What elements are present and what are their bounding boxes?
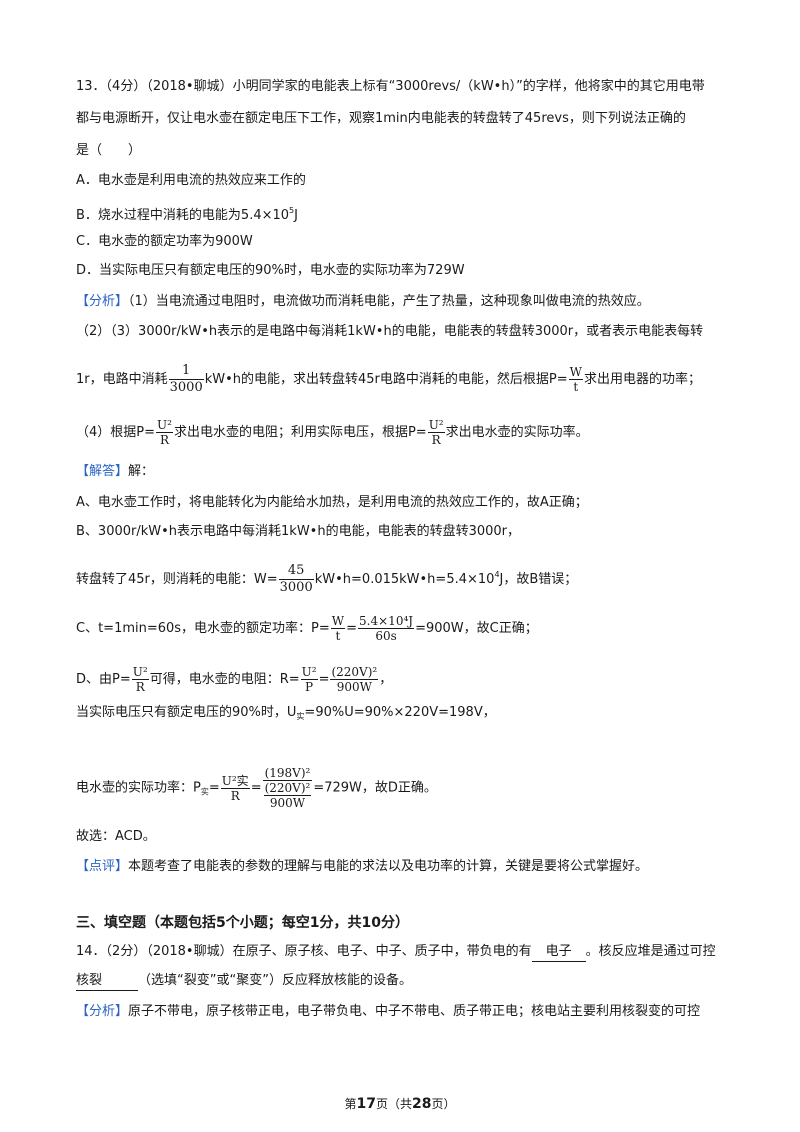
analysis-para-2: （2）（3）3000r/kW•h表示的是电路中每消耗1kW•h的电能，电能表的转… — [76, 324, 704, 339]
q14-analysis-tag: 【分析】 — [76, 1004, 129, 1019]
section-heading: 三、填空题（本题包括5个小题；每空1分，共10分） — [76, 915, 409, 931]
q13-line1: 13．（4分）（2018•聊城）小明同学家的电能表上标有“3000revs/（k… — [76, 79, 705, 94]
solution-heading: 【解答】解： — [76, 464, 155, 479]
q13-option-a: A．电水壶是利用电流的热效应来工作的 — [76, 173, 306, 188]
answer-blank-1: 电子 — [531, 943, 586, 962]
comment: 【点评】本题考查了电能表的参数的理解与电能的求法以及电功率的计算，关键是要将公式… — [76, 859, 649, 874]
analysis-para-1: 【分析】（1）当电流通过电阻时，电流做功而消耗电能，产生了热量，这种现象叫做电流… — [76, 294, 650, 309]
q14-line1: 14．（2分）（2018•聊城）在原子、原子核、电子、中子、质子中，带负电的有电… — [76, 943, 732, 962]
comment-tag: 【点评】 — [76, 859, 129, 874]
q13-option-d: D．当实际电压只有额定电压的90%时，电水壶的实际功率为729W — [76, 263, 465, 278]
answer-blank-2: 核裂 — [76, 972, 138, 991]
solution-a: A、电水壶工作时，将电能转化为内能给水加热，是利用电流的热效应工作的，故A正确； — [76, 495, 588, 510]
solution-d2: 当实际电压只有额定电压的90%时，U实=90%U=90%×220V=198V， — [76, 705, 496, 721]
solution-tag: 【解答】 — [76, 464, 129, 479]
q14-analysis: 【分析】原子不带电，原子核带正电，电子带负电、中子不带电、质子带正电；核电站主要… — [76, 1004, 701, 1019]
solution-choice: 故选：ACD。 — [76, 829, 156, 844]
solution-b1: B、3000r/kW•h表示电路中每消耗1kW•h的电能，电能表的转盘转3000… — [76, 524, 521, 539]
page-total: 28 — [412, 1096, 432, 1112]
q13-option-b: B．烧水过程中消耗的电能为5.4×105J — [76, 206, 298, 223]
q13-line3: 是（ ） — [76, 143, 142, 158]
page-footer: 第17页（共28页） — [344, 1096, 456, 1112]
page-number: 17 — [356, 1096, 376, 1112]
q14-line2: 核裂（选填“裂变”或“聚变”）反应释放核能的设备。 — [76, 972, 732, 991]
analysis-tag: 【分析】 — [76, 294, 129, 309]
q13-line2: 都与电源断开，仅让电水壶在额定电压下工作，观察1min内电能表的转盘转了45re… — [76, 111, 686, 126]
q13-option-c: C．电水壶的额定功率为900W — [76, 234, 253, 249]
